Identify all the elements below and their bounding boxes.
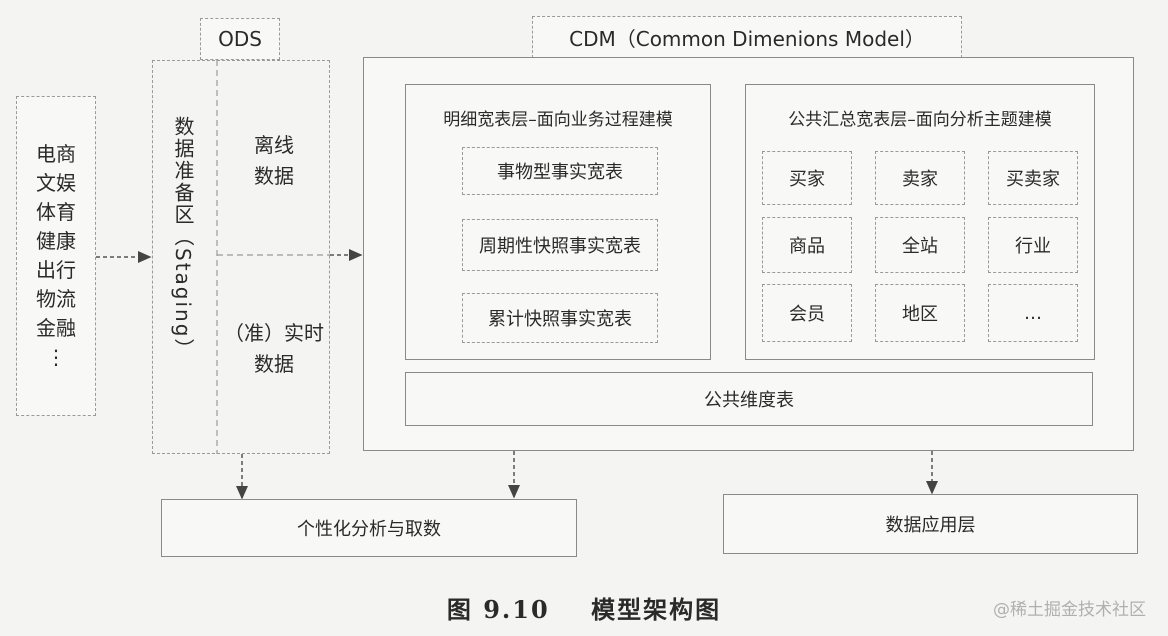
app-layer-box: 数据应用层 [723,494,1138,554]
source-item: 出行 [36,258,76,282]
detail-table: 周期性快照事实宽表 [462,219,658,271]
source-item: 健康 [36,229,76,253]
summary-cell: 卖家 [875,151,965,205]
ods-offline-label: 离线数据 [226,130,322,192]
ods-realtime-label: （准）实时数据 [222,318,326,380]
summary-cell-label: 卖家 [902,169,938,190]
summary-cell-label: 行业 [1015,236,1051,257]
source-item: 文娱 [36,171,76,195]
analysis-output-label: 个性化分析与取数 [297,519,441,540]
summary-cell-label: 商品 [789,236,825,257]
summary-cell: 买家 [762,151,852,205]
detail-table: 累计快照事实宽表 [462,293,658,343]
summary-cell-label: 地区 [902,304,938,325]
summary-cell: 买卖家 [988,151,1078,205]
summary-cell: … [988,284,1078,342]
ods-title: ODS [218,27,262,51]
ods-realtime-text: （准）实时数据 [224,321,324,376]
summary-cell-label: 买卖家 [1006,169,1060,190]
summary-cell: 全站 [875,217,965,273]
detail-table-label: 周期性快照事实宽表 [479,236,641,257]
summary-cell: 行业 [988,217,1078,273]
summary-cell: 会员 [762,284,852,342]
source-item: ⋮ [46,345,66,369]
ods-title-tab: ODS [200,18,280,60]
ods-offline-text: 离线数据 [254,133,294,188]
cdm-title: CDM（Common Dimenions Model） [569,26,925,51]
summary-cell: 地区 [875,284,965,342]
analysis-output-box: 个性化分析与取数 [161,499,577,557]
cdm-title-tab: CDM（Common Dimenions Model） [532,16,962,58]
dimension-table-box: 公共维度表 [405,372,1093,426]
summary-cell: 商品 [762,217,852,273]
summary-layer-title: 公共汇总宽表层–面向分析主题建模 [788,110,1052,130]
watermark: @稀土掘金技术社区 [993,600,1146,620]
summary-cell-label: 全站 [902,236,938,257]
app-layer-label: 数据应用层 [885,515,976,536]
ods-staging-label: 数据准备区（Staging） [171,116,195,361]
detail-table: 事物型事实宽表 [462,147,658,195]
dimension-table-label: 公共维度表 [704,390,794,411]
ods-box [152,60,330,454]
detail-layer-title: 明细宽表层–面向业务过程建模 [443,110,673,130]
summary-cell-label: 买家 [789,169,825,190]
figure-caption: 图 9.10 模型架构图 [446,595,722,624]
detail-table-label: 累计快照事实宽表 [488,309,632,330]
detail-table-label: 事物型事实宽表 [497,162,623,183]
source-item: 电商 [36,142,76,166]
summary-cell-label: 会员 [789,304,825,325]
source-item: 物流 [36,287,76,311]
source-item: 体育 [36,200,76,224]
source-item: 金融 [36,316,76,340]
summary-cell-label: … [1024,302,1042,324]
source-domains-box: 电商 文娱 体育 健康 出行 物流 金融 ⋮ [16,96,96,416]
